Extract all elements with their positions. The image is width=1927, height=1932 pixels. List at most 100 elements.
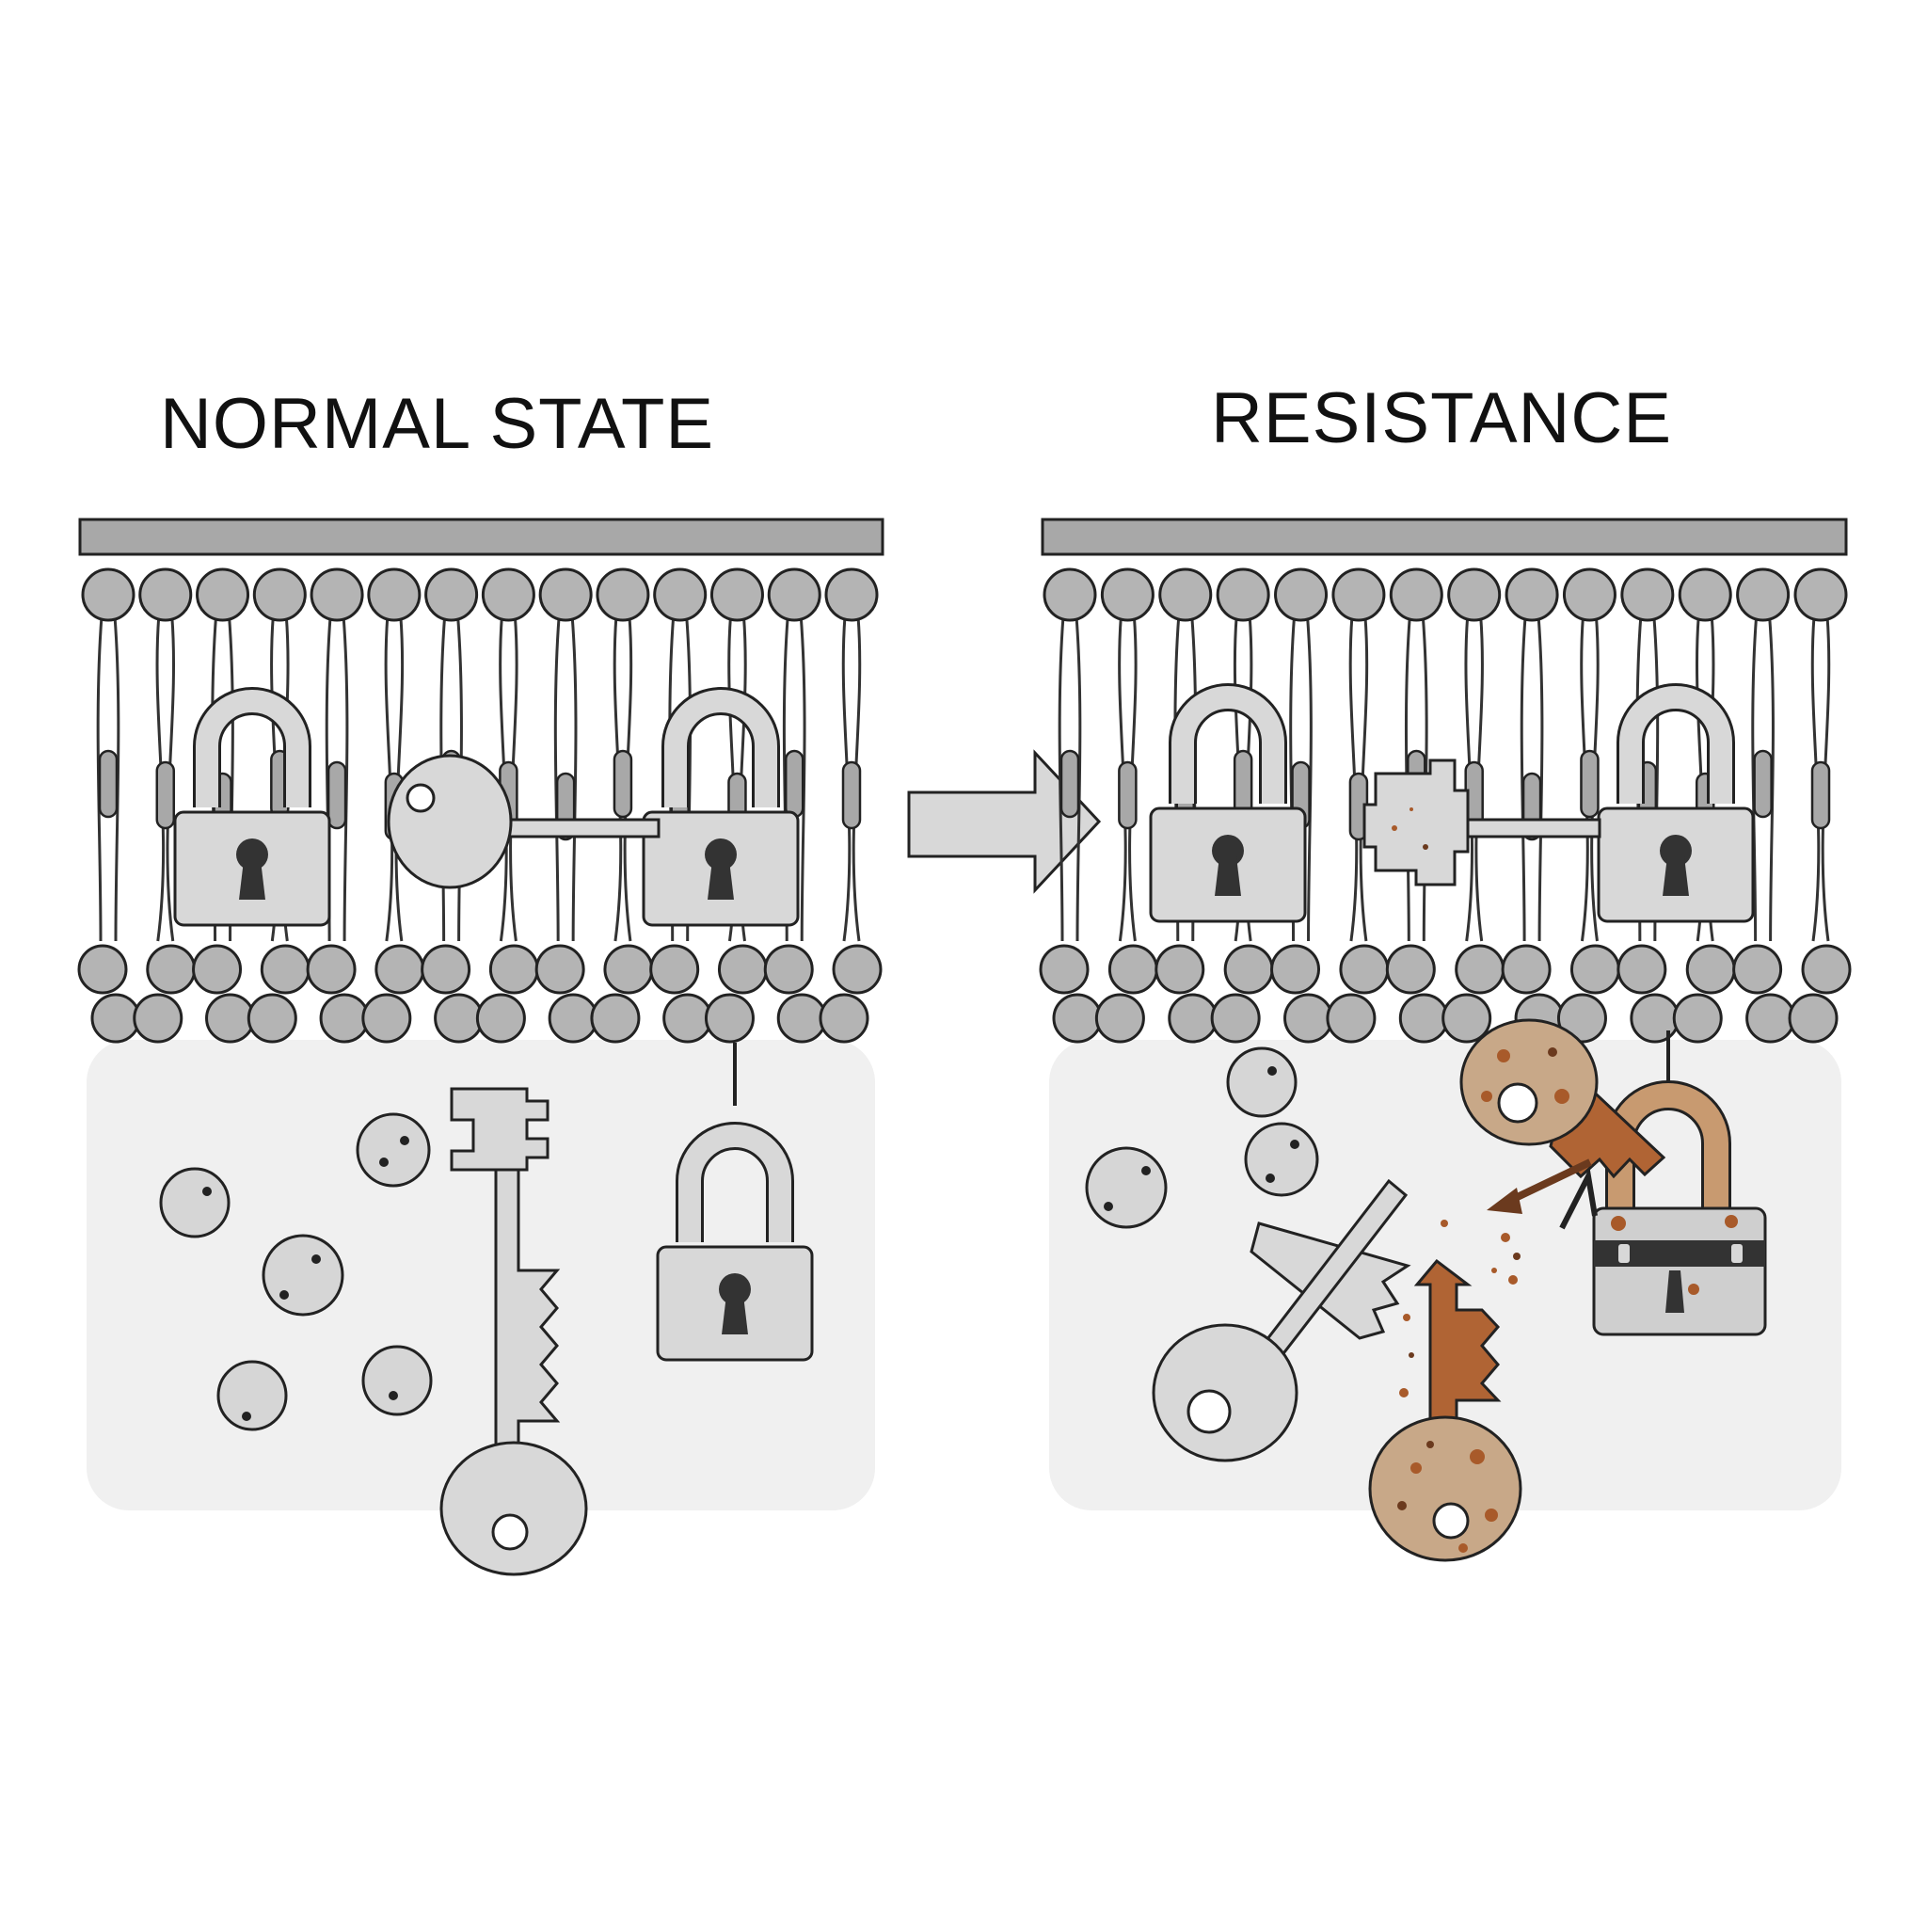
padlock-icon <box>1599 697 1753 921</box>
lipid-head <box>252 567 307 622</box>
key-icon <box>439 1087 588 1576</box>
lipid-head <box>247 993 297 1044</box>
lipid-head <box>205 993 256 1044</box>
lipid-head <box>319 993 370 1044</box>
lipid-head <box>1155 944 1205 995</box>
lipid-head <box>1326 993 1377 1044</box>
lipid-head <box>1043 567 1097 622</box>
lipid-head <box>1158 567 1213 622</box>
lipid-head <box>1685 944 1736 995</box>
right-arrow-icon <box>907 749 1102 894</box>
lipid-head <box>81 567 135 622</box>
lipid-head <box>1398 993 1449 1044</box>
lipid-head <box>475 993 526 1044</box>
lipid-head <box>1441 993 1492 1044</box>
lipid-head <box>1569 944 1620 995</box>
broken-key-icon <box>1362 758 1601 886</box>
rusty-key-icon <box>1368 1258 1522 1562</box>
lipid-head <box>424 567 479 622</box>
rust-particles <box>1399 1220 1521 1397</box>
lipid-head <box>1455 944 1505 995</box>
lipid-head <box>1223 944 1274 995</box>
lipid-head <box>421 944 471 995</box>
lipid-head <box>1107 944 1158 995</box>
lipid-head <box>1100 567 1155 622</box>
padlock-icon <box>658 1043 812 1360</box>
lipid-head <box>819 993 869 1044</box>
lipid-head <box>590 993 641 1044</box>
lipid-head <box>1216 567 1270 622</box>
lipid-head <box>649 944 700 995</box>
lipid-head <box>1270 944 1321 995</box>
lipid-head <box>1788 993 1839 1044</box>
panel-title-normal-state: NORMAL STATE <box>160 384 715 464</box>
lipid-head <box>653 567 708 622</box>
lipid-head <box>196 567 250 622</box>
lipid-head <box>1052 993 1103 1044</box>
panel-resistance <box>1039 518 1852 1562</box>
lipid-head <box>1389 567 1443 622</box>
molecule-bubble-icon <box>159 1112 433 1431</box>
lipid-head <box>367 567 422 622</box>
lipid-head <box>1562 567 1616 622</box>
lipid-bilayer-right <box>1039 567 1852 1044</box>
lipid-head <box>1339 944 1390 995</box>
lipid-head <box>1094 993 1145 1044</box>
lipid-head <box>1331 567 1386 622</box>
rejection-arrow-icon <box>1487 1158 1598 1230</box>
lipid-head <box>1736 567 1791 622</box>
lipid-head <box>1505 567 1559 622</box>
lipid-head <box>361 993 412 1044</box>
lipid-head <box>534 944 585 995</box>
lipid-head <box>1672 993 1723 1044</box>
key-icon <box>387 754 661 889</box>
lipid-head <box>538 567 593 622</box>
lipid-head <box>90 993 141 1044</box>
lipid-head <box>138 567 193 622</box>
rusty-padlock-icon <box>1592 1030 1767 1336</box>
lipid-head <box>310 567 364 622</box>
lipid-head <box>146 944 197 995</box>
lipid-head <box>603 944 654 995</box>
lipid-head <box>1801 944 1852 995</box>
lipid-head <box>662 993 713 1044</box>
lipid-head <box>306 944 357 995</box>
lipid-head <box>776 993 827 1044</box>
molecule-bubble-icon <box>1085 1046 1319 1229</box>
padlock-icon <box>644 701 798 925</box>
lipid-head <box>1447 567 1502 622</box>
lipid-head <box>374 944 425 995</box>
rusty-key-icon <box>1459 1018 1666 1179</box>
lipid-head <box>1793 567 1848 622</box>
lipid-head <box>763 944 814 995</box>
lipid-head <box>704 993 755 1044</box>
lipid-head <box>1039 944 1090 995</box>
lipid-head <box>1168 993 1218 1044</box>
lipid-head <box>192 944 243 995</box>
lipid-head <box>260 944 311 995</box>
lipid-head <box>1620 567 1675 622</box>
lipid-head <box>717 944 768 995</box>
lipid-head <box>1501 944 1552 995</box>
panel-title-resistance: RESISTANCE <box>1211 378 1673 458</box>
cell-wall-bar <box>78 518 884 556</box>
lipid-head <box>548 993 598 1044</box>
padlock-icon <box>175 701 329 925</box>
lipid-head <box>133 993 183 1044</box>
lipid-head <box>709 567 764 622</box>
lipid-head <box>1732 944 1783 995</box>
lipid-head <box>1283 993 1334 1044</box>
lipid-head <box>77 944 128 995</box>
lipid-head <box>1745 993 1796 1044</box>
padlock-icon <box>1151 697 1305 921</box>
lipid-head <box>1630 993 1680 1044</box>
lipid-head <box>1385 944 1436 995</box>
lipid-bilayer-left <box>77 567 883 1044</box>
lipid-head <box>596 567 650 622</box>
lipid-head <box>488 944 539 995</box>
lipid-head <box>1274 567 1329 622</box>
panel-normal-state <box>77 518 884 1576</box>
cell-wall-bar <box>1041 518 1848 556</box>
